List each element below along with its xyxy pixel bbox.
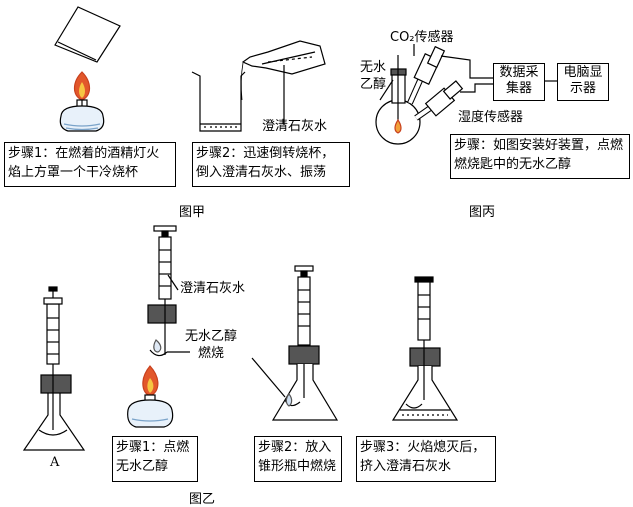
flame-icon <box>73 71 91 101</box>
yi-step2-apparatus <box>251 265 339 421</box>
jia-step2-text: 步骤2：迅速倒转烧杯，倒入澄清石灰水、振荡 <box>196 146 335 180</box>
computer-box: 电脑显示器 <box>557 63 609 101</box>
ethanol-label: 无水乙醇 <box>359 60 386 92</box>
jia-limewater-label: 澄清石灰水 <box>262 119 328 134</box>
bing-step-text: 步骤：如图安装好装置，点燃燃烧匙中的无水乙醇 <box>454 138 624 172</box>
data-collector-box: 数据采集器 <box>493 63 545 101</box>
cable-humidity <box>460 83 493 93</box>
jia-step1-box: 步骤1：在燃着的酒精灯火焰上方罩一个干冷烧杯 <box>4 142 176 187</box>
yi-caption: 图乙 <box>189 492 216 507</box>
yi-step1-text: 步骤1：点燃无水乙醇 <box>116 440 190 474</box>
yi-step2-text: 步骤2：放入锥形瓶中燃烧 <box>258 440 337 474</box>
co2-sensor-label: CO₂传感器 <box>390 30 454 45</box>
spoon-flame-icon <box>394 118 402 134</box>
co2-sensor-probe <box>407 45 446 105</box>
humidity-sensor-probe <box>414 80 464 121</box>
flask-a-label: A <box>50 455 60 470</box>
yi-limewater-label: 澄清石灰水 <box>180 281 246 296</box>
jia-step2-box: 步骤2：迅速倒转烧杯，倒入澄清石灰水、振荡 <box>192 142 350 187</box>
bing-step-box: 步骤：如图安装好装置，点燃燃烧匙中的无水乙醇 <box>450 134 630 179</box>
bing-apparatus <box>375 44 557 145</box>
yi-step1-box: 步骤1：点燃无水乙醇 <box>112 436 198 482</box>
humidity-sensor-label: 湿度传感器 <box>458 110 524 125</box>
yi-step2-box: 步骤2：放入锥形瓶中燃烧 <box>254 436 342 482</box>
flask-a <box>22 286 86 451</box>
alcohol-lamp <box>127 399 174 428</box>
bing-caption: 图丙 <box>469 205 496 220</box>
spoon-flame-icon <box>285 393 293 407</box>
alcohol-lamp <box>59 99 105 132</box>
yi-step3-text: 步骤3：火焰熄灭后，挤入澄清石灰水 <box>360 440 486 474</box>
jia-step2-apparatus <box>191 40 326 132</box>
limewater-bottle <box>240 40 326 101</box>
jia-step1-text: 步骤1：在燃着的酒精灯火焰上方罩一个干冷烧杯 <box>8 146 160 180</box>
yi-burning-label: 无水乙醇燃烧 <box>185 329 238 361</box>
yi-step3-apparatus <box>391 276 459 421</box>
beaker <box>191 71 246 132</box>
inverted-beaker <box>54 6 121 63</box>
jia-step1-apparatus <box>54 6 121 132</box>
yi-step3-box: 步骤3：火焰熄灭后，挤入澄清石灰水 <box>356 436 496 482</box>
cable-co2 <box>440 55 493 79</box>
jia-caption: 图甲 <box>179 205 206 220</box>
yi-step1-apparatus <box>127 225 190 428</box>
